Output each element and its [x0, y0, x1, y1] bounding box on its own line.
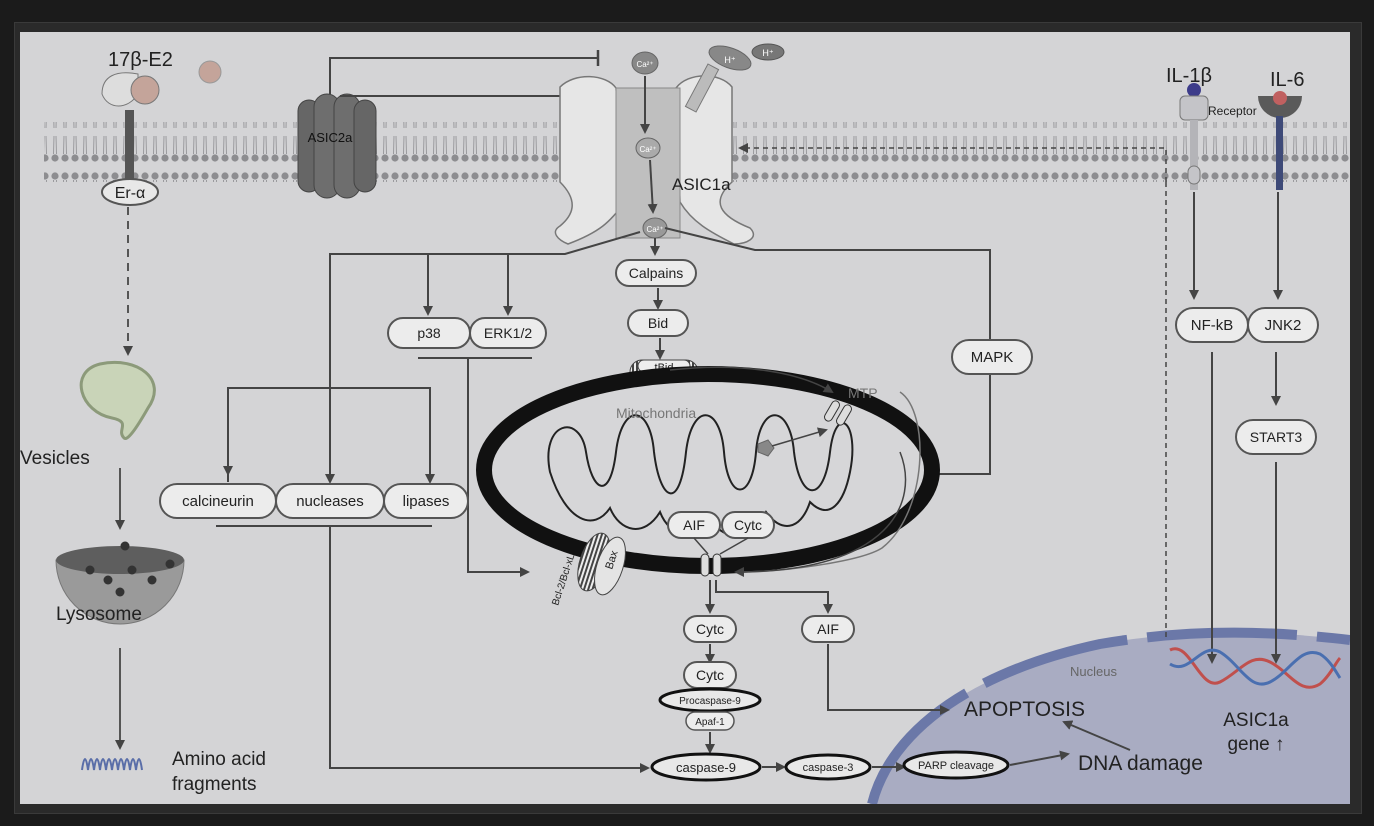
calpains-label: Calpains: [629, 265, 683, 281]
er-alpha-node: [101, 178, 159, 206]
aif-outer-label: AIF: [817, 621, 839, 637]
p38-label: p38: [417, 325, 441, 341]
lysosome-icon: [55, 541, 185, 625]
receptor-label: Receptor: [1208, 104, 1257, 118]
svg-text:H⁺: H⁺: [762, 48, 773, 58]
start3-label: START3: [1250, 429, 1303, 445]
caspase3-node: [784, 753, 872, 781]
il1b-receptor-icon: [1179, 95, 1209, 121]
parp-cleavage-label: PARP cleavage: [918, 760, 994, 772]
jnk2-node: [1247, 307, 1319, 343]
caspase3-label: caspase-3: [803, 762, 854, 774]
nucleus-label: Nucleus: [1070, 664, 1117, 679]
mapk-node: [951, 339, 1033, 375]
il-pathway: IL-1β IL-6 Receptor NF-kB JNK2 START3 AS…: [738, 65, 1342, 755]
asic2a-channel: ASIC2a: [297, 93, 377, 199]
asic1a-channel: Ca²⁺ Ca²⁺ Ca²⁺ ASIC1a H⁺ H⁺: [554, 43, 785, 245]
procaspase9-node: [658, 687, 762, 713]
il6-label: IL-6: [1270, 69, 1304, 91]
bid-node: [627, 309, 689, 337]
aif-outer-node: [801, 615, 855, 643]
apoptosis-label: APOPTOSIS: [964, 698, 1085, 721]
lipases-label: lipases: [403, 493, 450, 510]
caspase9-label: caspase-9: [676, 760, 736, 775]
ca-ion-bottom: Ca²⁺: [646, 225, 663, 234]
er-alpha-label: Er-α: [115, 185, 146, 202]
diagram-panel: Nucleus 17β-E2 Er-α Vesicles Lysosome: [20, 32, 1350, 804]
nfkb-label: NF-kB: [1191, 317, 1234, 334]
bax-label: Bax: [603, 549, 620, 571]
mapk-label: MAPK: [971, 349, 1014, 366]
il1b-ligand-icon: [1187, 83, 1201, 97]
vesicle-icon: [79, 361, 156, 440]
cytc-inner-label: Cytc: [734, 517, 762, 533]
ca-ion-top: Ca²⁺: [636, 60, 653, 69]
start3-node: [1235, 419, 1317, 455]
estrogen-pathway: 17β-E2 Er-α Vesicles Lysosome Amino acid…: [20, 49, 266, 795]
jnk2-label: JNK2: [1265, 317, 1302, 334]
mtp-label: MTP: [848, 385, 878, 401]
cytc-label-2: Cytc: [696, 667, 724, 683]
parp-cleavage-node: [902, 750, 1010, 780]
lipases-node: [383, 483, 469, 519]
asic1a-label: ASIC1a: [672, 175, 731, 194]
dna-damage-label: DNA damage: [1078, 752, 1203, 775]
estrogen-molecule-icon: [198, 60, 222, 84]
receptor-stalk: [125, 110, 134, 188]
mitochondria-label: Mitochondria: [616, 405, 696, 421]
calcineurin-label: calcineurin: [182, 493, 254, 510]
apaf1-node: [685, 711, 735, 731]
apaf1-label: Apaf-1: [695, 717, 725, 728]
nucleases-label: nucleases: [296, 493, 364, 510]
lysosome-label: Lysosome: [56, 604, 142, 625]
bound-estrogen-icon: [130, 75, 160, 105]
il6-receptor-icon: [1258, 96, 1302, 118]
amino-acid-icon: [81, 758, 143, 771]
aif-inner-label: AIF: [683, 517, 705, 533]
dna-helix-icon: [1169, 647, 1342, 689]
proton-icon: H⁺ H⁺: [684, 43, 785, 113]
cytc-label-1: Cytc: [696, 621, 724, 637]
calpains-node: [615, 259, 697, 287]
pathway-diagram: Nucleus 17β-E2 Er-α Vesicles Lysosome: [20, 43, 1350, 804]
fragments-label: fragments: [172, 774, 256, 795]
il1b-label: IL-1β: [1166, 65, 1212, 87]
svg-text:H⁺: H⁺: [724, 55, 735, 65]
mitochondrion: Mitochondria MTP AIF Cytc: [476, 366, 940, 577]
cytc-node-1: [683, 615, 737, 643]
erk-node: [469, 317, 547, 349]
gene-up-label: gene ↑: [1227, 734, 1284, 755]
asic1a-gene-label: ASIC1a: [1223, 710, 1289, 731]
caspase9-node: [650, 752, 762, 782]
estrogen-label: 17β-E2: [108, 49, 173, 71]
ca-ion-mid: Ca²⁺: [639, 145, 656, 154]
il6-ligand-icon: [1273, 91, 1287, 105]
erk-label: ERK1/2: [484, 325, 532, 341]
vesicles-label: Vesicles: [20, 448, 90, 469]
asic2a-label: ASIC2a: [308, 130, 354, 145]
mtp-pore-icon: [824, 400, 852, 426]
amino-acid-label: Amino acid: [172, 749, 266, 770]
bcl-label: Bcl-2/Bcl-xL: [550, 552, 577, 607]
procaspase9-label: Procaspase-9: [679, 696, 741, 707]
bid-label: Bid: [648, 315, 668, 331]
